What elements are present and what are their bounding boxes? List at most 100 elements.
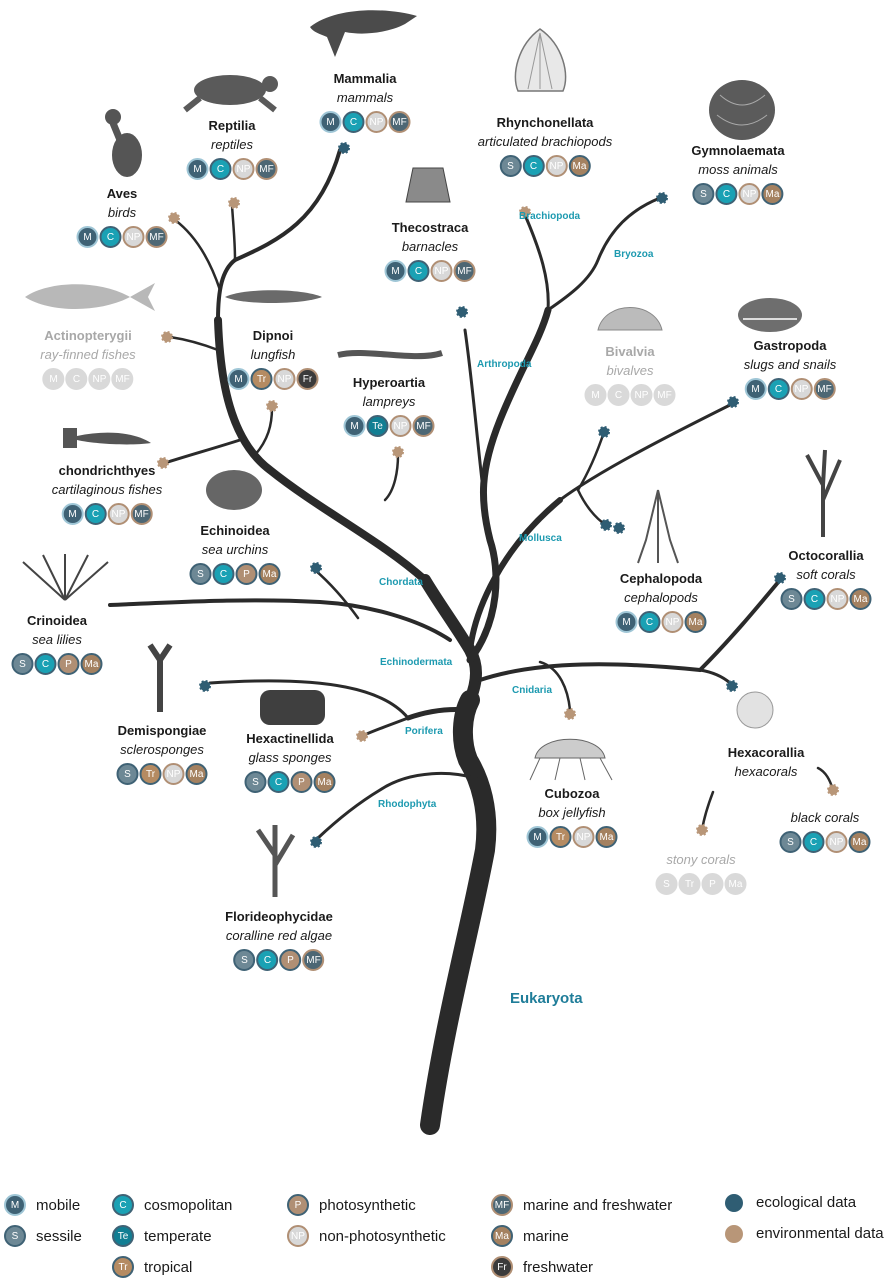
badge-s: S	[780, 588, 803, 610]
badge-fr: Fr	[491, 1256, 513, 1278]
badge-np: NP	[122, 226, 145, 248]
environmental-data-dot	[228, 197, 240, 209]
badge-fr: Fr	[296, 368, 319, 390]
badge-s: S	[11, 653, 34, 675]
box-jellyfish-illustration	[520, 728, 620, 783]
badge-np: NP	[430, 260, 453, 282]
badge-mf: MF	[412, 415, 435, 437]
arthropoda-branch	[463, 328, 492, 542]
bird-illustration	[95, 105, 155, 180]
taxon-rhynchonellata: Rhynchonellata articulated brachiopods S…	[478, 114, 612, 177]
demispongiae-branch	[208, 679, 410, 720]
clade-label-chordata: Chordata	[379, 577, 423, 588]
badge-c: C	[256, 949, 279, 971]
ecological-data-dot	[600, 519, 612, 531]
taxon-common-name: mammals	[336, 90, 394, 105]
badge-m: M	[584, 384, 607, 406]
root-label: Eukaryota	[510, 990, 583, 1007]
environmental-data-dot	[157, 457, 169, 469]
badge-m: M	[61, 503, 84, 525]
badge-mf: MF	[491, 1194, 513, 1216]
mollusca-upper-branch	[558, 403, 732, 502]
legend-label: ecological data	[756, 1194, 857, 1211]
clade-label-bryozoa: Bryozoa	[614, 249, 654, 260]
badge-mf: MF	[453, 260, 476, 282]
bryozoa-branch	[546, 196, 662, 312]
hyperoartia-branch	[383, 453, 400, 502]
environmental-data-dot	[392, 446, 404, 458]
badge-np: NP	[790, 378, 813, 400]
taxon-common-name: hexacorals	[734, 764, 798, 779]
legend-label: freshwater	[523, 1258, 594, 1276]
taxon-name: Cubozoa	[544, 786, 600, 801]
lamprey-illustration	[335, 345, 445, 365]
cephalopoda-branch	[576, 488, 608, 527]
cowrie-shell-illustration	[735, 295, 805, 335]
badge-c: C	[209, 158, 232, 180]
echinoidea-branch	[313, 568, 360, 620]
taxon-name: Rhynchonellata	[496, 115, 594, 130]
ecological-data-dot	[727, 396, 739, 408]
reptilia-branch	[230, 203, 237, 262]
barnacle-illustration	[398, 160, 458, 205]
badge-s: S	[692, 183, 715, 205]
environmental-data-dot	[564, 708, 576, 720]
dipnoi-branch	[253, 406, 274, 457]
taxon-common-name: bivalves	[606, 363, 654, 378]
ecological-data-dot	[456, 306, 468, 318]
taxon-common-name: ray-finned fishes	[40, 347, 136, 362]
badge-c: C	[65, 368, 88, 390]
environmental-data-dot	[356, 730, 368, 742]
ecological-data-dot	[727, 1195, 741, 1210]
legend-label: sessile	[36, 1227, 82, 1245]
badge-ma: Ma	[80, 653, 103, 675]
badge-np: NP	[630, 384, 653, 406]
badge-ma: Ma	[684, 611, 707, 633]
rhodophyta-branch	[316, 772, 482, 840]
clade-label-arthropoda: Arthropoda	[477, 359, 532, 370]
badge-mf: MF	[302, 949, 325, 971]
clade-label-porifera: Porifera	[405, 726, 443, 737]
badge-np: NP	[88, 368, 111, 390]
glass-sponge-illustration	[255, 685, 330, 730]
badge-p: P	[290, 771, 313, 793]
ecological-data-dot	[310, 562, 322, 574]
badge-np: NP	[365, 111, 388, 133]
taxon-common-name: soft corals	[796, 567, 856, 582]
badge-np: NP	[572, 826, 595, 848]
badge-p: P	[701, 873, 724, 895]
clade-label-mollusca: Mollusca	[519, 533, 562, 544]
lungfish-illustration	[222, 285, 327, 310]
badge-c: C	[267, 771, 290, 793]
badge-s: S	[233, 949, 256, 971]
badge-m: M	[343, 415, 366, 437]
badge-ma: Ma	[761, 183, 784, 205]
badge-ma: Ma	[185, 763, 208, 785]
coralline-algae-illustration	[248, 815, 303, 900]
taxon-name: Hexacorallia	[727, 745, 805, 760]
ecological-data-dot	[310, 836, 322, 848]
